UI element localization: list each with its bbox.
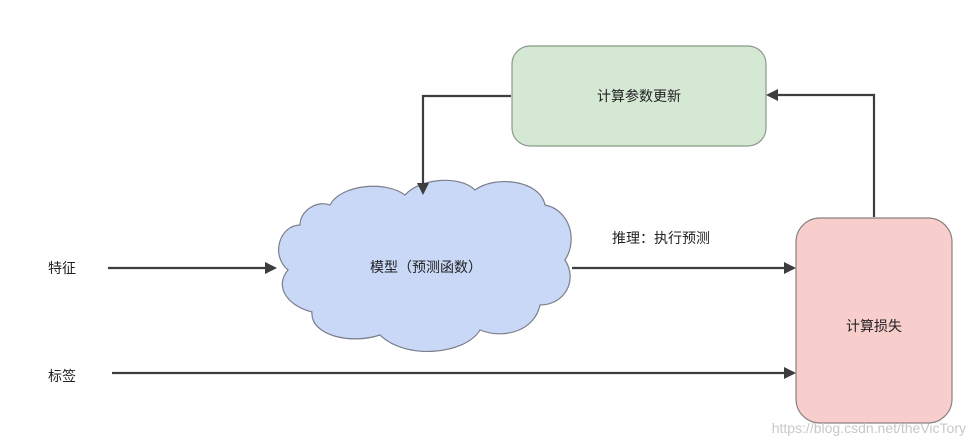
update-params-node[interactable]: 计算参数更新 <box>511 45 767 147</box>
model-cloud-node[interactable]: 模型（预测函数） <box>278 179 572 352</box>
loss-label: 计算损失 <box>846 319 902 335</box>
watermark: https://blog.csdn.net/theVicTory <box>772 420 966 436</box>
model-label: 模型（预测函数） <box>370 260 482 276</box>
update-params-label: 计算参数更新 <box>597 88 681 105</box>
update-to-model-arrow <box>417 94 511 195</box>
compute-loss-node[interactable]: 计算损失 <box>795 217 953 424</box>
inference-edge-label: 推理：执行预测 <box>612 231 710 247</box>
features-label: 特征 <box>48 261 76 277</box>
cloud-shape <box>278 179 572 352</box>
labels-label: 标签 <box>48 368 76 385</box>
loss-to-update-arrow <box>766 89 876 217</box>
